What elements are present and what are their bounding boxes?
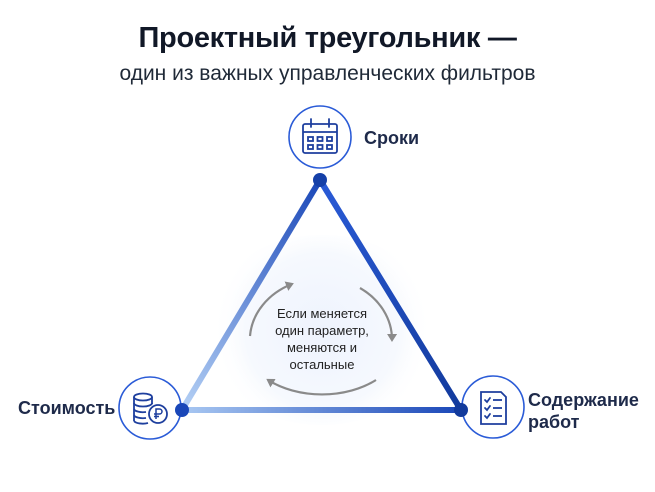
diagram-subtitle: один из важных управленческих фильтров: [119, 62, 536, 85]
center-note-line1: Если меняется: [276, 306, 368, 321]
center-note-line2: один параметр,: [275, 323, 369, 338]
node-scope: [461, 375, 525, 439]
label-scope-line2: работ: [528, 412, 580, 432]
vertex-dot-right: [454, 403, 468, 417]
diagram-title: Проектный треугольник —: [138, 22, 517, 54]
center-note: Если меняется один параметр, меняются и …: [258, 305, 386, 373]
calendar-icon: [302, 118, 338, 154]
vertex-dot-left: [175, 403, 189, 417]
edge-time-cost: [179, 177, 323, 413]
label-scope-line1: Содержание: [528, 390, 639, 410]
cycle-arrow-bottom: [266, 378, 377, 396]
node-time: [288, 105, 352, 169]
edge-time-scope: [317, 177, 464, 413]
center-note-line4: остальные: [289, 357, 355, 372]
label-time: Сроки: [364, 128, 420, 148]
cycle-arrow-top-left: [248, 281, 294, 337]
vertex-dot-top: [313, 173, 327, 187]
center-note-line3: меняются и: [286, 340, 358, 355]
coins-ruble-icon: [133, 392, 168, 425]
label-scope: Содержание работ: [528, 389, 639, 433]
cycle-arrow-right: [359, 287, 398, 342]
node-cost: [118, 376, 182, 440]
checklist-document-icon: [480, 391, 507, 425]
label-cost: Стоимость: [18, 398, 116, 418]
